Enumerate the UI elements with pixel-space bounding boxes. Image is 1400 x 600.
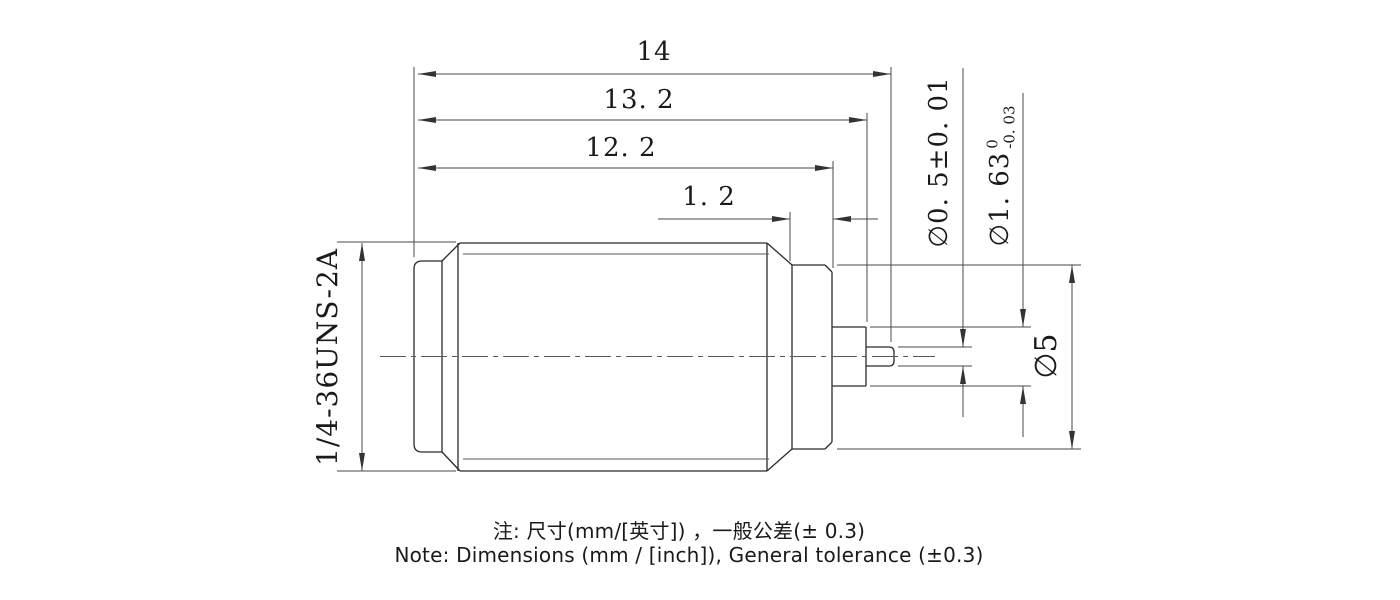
barrel-diameter-value: ∅1. 63 [985,151,1015,247]
dia5-chamfer-top [824,264,833,273]
part-outline [380,242,935,472]
dim-12-2-label: 12. 2 [585,133,657,163]
extension-lines [337,67,1081,472]
barrel-tolerance-upper: 0 [983,139,1002,149]
note-line-en: Note: Dimensions (mm / [inch]), General … [394,543,984,567]
body-cone-bottom [766,448,793,472]
body-diameter-label: ∅5 [1029,333,1064,379]
pin-diameter-label: ∅0. 5±0. 01 [924,76,954,248]
note-line-zh: 注: 尺寸(mm/[英寸]) ，一般公差(± 0.3) [492,519,866,543]
body-cone-top [766,242,793,266]
barrel-tolerance-lower: -0. 03 [1000,105,1018,149]
dim-1-2-label: 1. 2 [682,182,736,212]
flange-body-chamfer-top [441,242,461,262]
barrel-tolerance-stack: 0-0. 03 [983,105,1019,149]
thread-spec-label: 1/4-36UNS-2A [311,248,344,466]
dia5-chamfer-bottom [824,441,833,450]
dimension-linework [359,68,1075,471]
dim-14-label: 14 [636,37,672,67]
flange-outline [413,260,443,453]
flange-body-chamfer-bottom [441,451,461,472]
dim-13-2-label: 13. 2 [603,85,675,115]
